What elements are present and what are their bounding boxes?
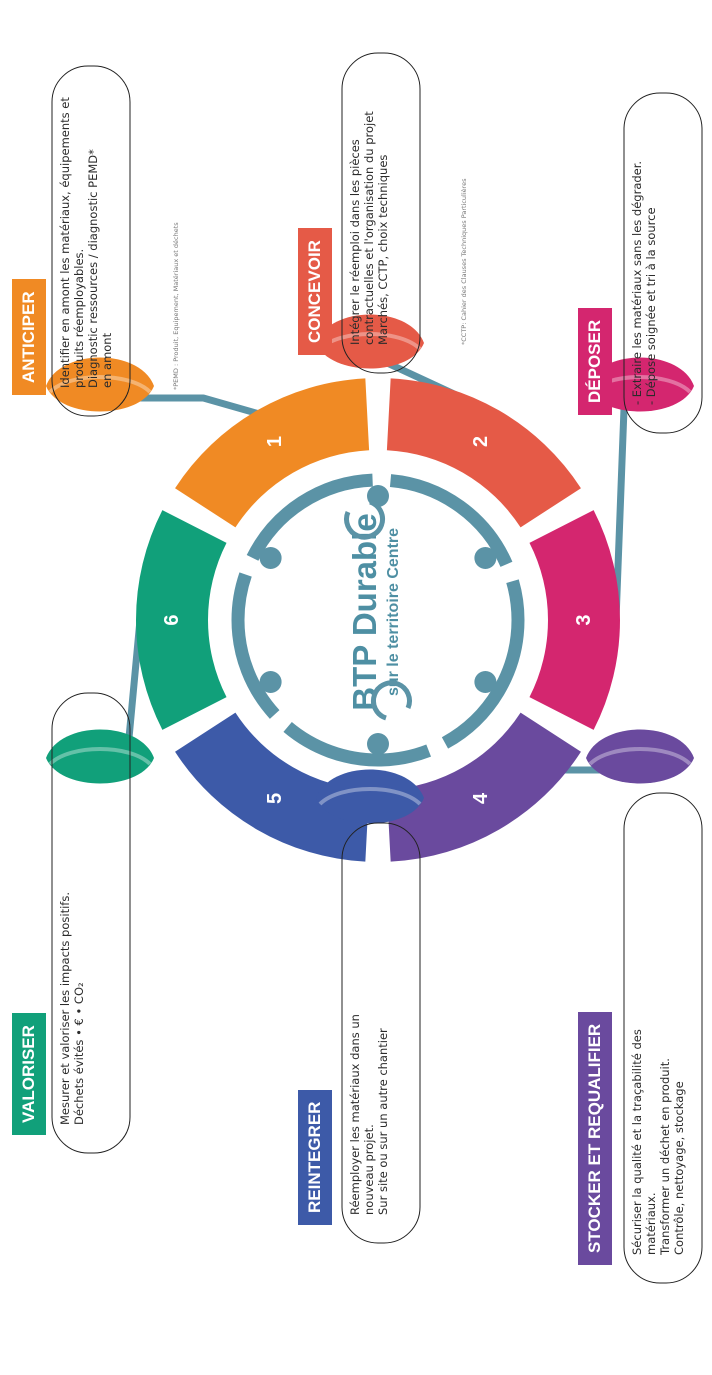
ring-knob-5: [259, 671, 282, 693]
description-line: Diagnostic ressources / diagnostic PEMD*: [86, 149, 100, 388]
ring-segment-3: [529, 510, 621, 730]
description-line: - Dépose soignée et tri à la source: [644, 207, 658, 405]
description-line: Marchés, CCTP, choix techniques: [376, 154, 390, 345]
description-line: Mesurer et valoriser les impacts positif…: [58, 892, 72, 1125]
step-description-1: Identifier en amont les matériaux, équip…: [58, 58, 114, 388]
step-title-5: REINTEGRER: [298, 1089, 332, 1225]
step-footnote-1: *PEMD : Produit, Equipement, Matériaux e…: [172, 222, 180, 390]
description-line: Contrôle, nettoyage, stockage: [672, 1081, 686, 1255]
description-line: matériaux.: [644, 1192, 658, 1255]
step-title-6: VALORISER: [12, 1013, 46, 1135]
description-line: contractuelles et l'organisation du proj…: [362, 111, 376, 345]
inner-ring: [231, 473, 525, 767]
step-footnote-2: *CCTP: Cahier des Clauses Techniques Par…: [460, 178, 468, 345]
description-line: Transformer un déchet en produit.: [658, 1058, 672, 1255]
description-line: produits réemployables.: [72, 248, 86, 388]
description-line: Intégrer le réemploi dans les pièces: [348, 139, 362, 345]
description-line: nouveau projet.: [362, 1124, 376, 1215]
step-description-4: Sécuriser la qualité et la traçabilité d…: [630, 785, 686, 1255]
segment-number-5: 5: [264, 793, 286, 804]
description-line: Sur site ou sur un autre chantier: [376, 1028, 390, 1215]
step-title-1: ANTICIPER: [12, 279, 46, 395]
description-line: Identifier en amont les matériaux, équip…: [58, 97, 72, 388]
description-line: Sécuriser la qualité et la traçabilité d…: [630, 1029, 644, 1255]
ring-knob-4: [367, 733, 389, 755]
segment-number-1: 1: [264, 436, 286, 447]
step-panel-outline-5: [341, 822, 421, 1244]
segment-number-6: 6: [161, 614, 183, 625]
logo-subtitle: sur le territoire Centre: [385, 528, 402, 696]
ring-knob-2: [474, 547, 497, 569]
ring-segment-1: [175, 378, 370, 528]
step-bubble-6: [46, 729, 154, 784]
step-panel-outline-6: [51, 692, 131, 1154]
ring-segment-5: [175, 712, 370, 862]
connector-line-3: [612, 394, 640, 621]
logo-title: BTP Durable: [346, 513, 383, 710]
step-bubble-1: [46, 357, 154, 412]
step-description-6: Mesurer et valoriser les impacts positif…: [58, 685, 86, 1125]
description-line: Réemployer les matériaux dans un: [348, 1014, 362, 1215]
description-line: - Extraire les matériaux sans les dégrad…: [630, 160, 644, 405]
ring-segment-2: [386, 378, 581, 528]
ring-segment-6: [135, 510, 227, 730]
step-panel-outline-3: [623, 92, 703, 434]
logo-swirl-icon: [371, 680, 412, 721]
step-panel-outline-4: [623, 792, 703, 1284]
step-title-3: DÉPOSER: [578, 307, 612, 415]
step-description-3: - Extraire les matériaux sans les dégrad…: [630, 85, 658, 405]
step-title-2: CONCEVOIR: [298, 228, 332, 355]
step-bubble-4: [586, 729, 694, 784]
ring-knob-6: [259, 547, 282, 569]
step-bubble-5: [316, 769, 424, 824]
segment-number-2: 2: [470, 436, 492, 447]
logo-swirl-icon: [344, 499, 385, 540]
segment-number-3: 3: [573, 614, 595, 625]
description-line: en amont: [100, 332, 114, 388]
description-line: Déchets évités • € • CO₂: [72, 982, 86, 1125]
step-title-4: STOCKER ET REQUALIFIER: [578, 1011, 612, 1265]
step-panel-outline-1: [51, 65, 131, 417]
ring-segment-4: [386, 712, 581, 862]
segment-number-4: 4: [470, 792, 492, 804]
step-panel-outline-2: [341, 52, 421, 374]
ring-knob-3: [474, 671, 497, 693]
